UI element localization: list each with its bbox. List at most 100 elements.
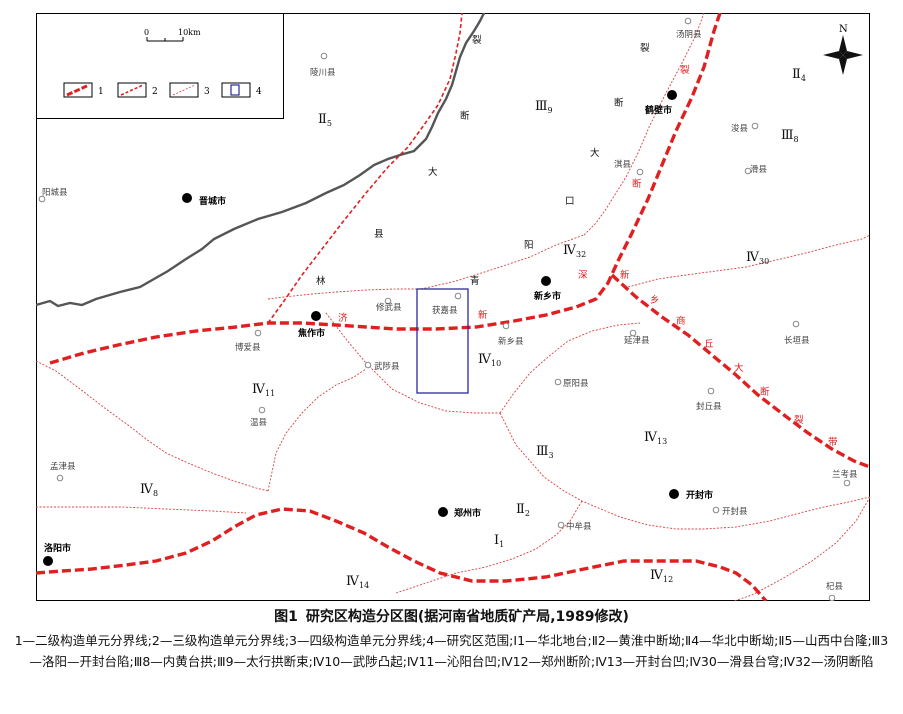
fault-char: 林 [316, 275, 326, 287]
county-huaxian: 滑县 [744, 164, 768, 175]
county-label: 阳城县 [42, 188, 68, 198]
county-lankao: 兰考县 [832, 469, 858, 487]
southern-boundary [36, 507, 768, 601]
legend-item-1: 1 [63, 82, 104, 98]
county-label: 温县 [250, 417, 268, 428]
major-cities: 晋城市 鹤壁市 新乡市 焦作市 开封市 郑州市 洛阳市 [43, 90, 713, 566]
unit-III9: Ⅲ9 [535, 99, 553, 115]
fault-char: 新 [620, 269, 630, 281]
fault-char: 带 [828, 437, 838, 448]
unit-II5: Ⅱ5 [318, 112, 332, 128]
unit-IV11: Ⅳ11 [252, 382, 275, 398]
level2-boundaries [36, 13, 870, 601]
county-label: 武陟县 [374, 361, 400, 372]
red-fault-labels: 济 新 裂 断 深 新 乡 商 丘 大 断 裂 带 [338, 64, 838, 448]
figure-caption: 1—二级构造单元分界线;2—三级构造单元分界线;3—四级构造单元分界线;4—研究… [14, 633, 889, 669]
scale-start: 0 [144, 28, 149, 37]
fault-char: 济 [338, 312, 348, 324]
fault-char: 大 [590, 147, 600, 159]
unit-IV8: Ⅳ8 [140, 482, 158, 498]
county-label: 杞县 [826, 581, 844, 592]
county-tangyin: 汤阴县 [676, 17, 702, 40]
city-jiaozuo: 焦作市 [297, 311, 325, 339]
fault-char: 商 [676, 315, 686, 327]
figure-number: 图1 [274, 609, 298, 625]
city-xinxiang: 新乡市 [534, 276, 561, 302]
fault-char: 丘 [704, 339, 714, 350]
city-label: 洛阳市 [44, 542, 71, 554]
county-boai: 博爱县 [235, 329, 262, 353]
fault-char: 县 [374, 229, 384, 240]
xinxiang-shangqiu-fault [610, 273, 870, 469]
city-luoyang: 洛阳市 [43, 542, 71, 566]
fault-char: 裂 [680, 64, 690, 76]
fault-char: 断 [760, 386, 770, 398]
fault-char: 阳 [524, 240, 534, 251]
fault-char: 口 [565, 196, 575, 207]
city-kaifeng: 开封市 [669, 489, 713, 501]
county-label: 开封县 [722, 506, 748, 517]
unit-II4: Ⅱ4 [792, 67, 806, 83]
fault-char: 裂 [794, 414, 804, 426]
legend-box: 0 10km 1 2 3 4 [36, 13, 284, 119]
county-label: 滑县 [750, 164, 768, 175]
legend-label-3: 3 [204, 87, 210, 97]
legend-item-3: 3 [169, 82, 210, 98]
study-area-box [416, 288, 469, 394]
county-label: 长垣县 [784, 335, 810, 346]
city-label: 新乡市 [534, 290, 561, 302]
county-label: 新乡县 [498, 336, 524, 347]
fault-char: 大 [734, 362, 744, 374]
county-label: 浚县 [731, 123, 749, 134]
unit-IV30: Ⅳ30 [746, 250, 769, 266]
county-xunxian: 浚县 [731, 122, 759, 134]
fault-labels: 裂 断 大 县 林 裂 断 大 口 阳 青 [316, 34, 650, 287]
city-jincheng: 晋城市 [182, 193, 226, 207]
county-wuzhi: 武陟县 [364, 361, 400, 372]
county-xinxiangxian: 新乡县 [498, 322, 524, 347]
legend-item-2: 2 [117, 82, 158, 98]
county-label: 延津县 [624, 335, 650, 346]
unit-IV13: Ⅳ13 [644, 430, 667, 446]
unit-III8: Ⅲ8 [781, 128, 799, 144]
unit-IV14: Ⅳ14 [346, 574, 369, 590]
scale-end: 10km [178, 28, 201, 37]
unit-labels: Ⅱ5 Ⅱ4 Ⅲ9 Ⅲ8 Ⅳ32 Ⅳ30 Ⅳ10 Ⅳ11 Ⅳ13 Ⅲ3 Ⅳ8 Ⅱ2… [140, 67, 806, 590]
county-yanjin: 延津县 [624, 329, 650, 346]
tectonic-map: 0 10km 1 2 3 4 N [36, 13, 870, 601]
county-label: 获嘉县 [432, 305, 458, 316]
county-label: 封丘县 [696, 401, 722, 412]
unit-II2: Ⅱ2 [516, 502, 530, 518]
county-label: 博爱县 [235, 342, 261, 353]
fault-char: 断 [632, 178, 642, 190]
figure-title: 图1 研究区构造分区图(据河南省地质矿产局,1989修改) [0, 606, 903, 626]
county-yangcheng: 阳城县 [38, 188, 68, 203]
legend-label-4: 4 [256, 87, 262, 97]
city-zhengzhou: 郑州市 [438, 507, 481, 519]
county-yuanyang: 原阳县 [554, 378, 589, 389]
county-label: 修武县 [376, 302, 402, 313]
city-label: 郑州市 [454, 507, 481, 519]
unit-III3: Ⅲ3 [536, 444, 554, 460]
county-kaifengxian: 开封县 [712, 506, 748, 517]
county-label: 兰考县 [832, 469, 858, 480]
county-changyuan: 长垣县 [784, 320, 810, 346]
city-label: 鹤壁市 [645, 104, 672, 116]
unit-IV10: Ⅳ10 [478, 352, 501, 368]
city-label: 焦作市 [297, 327, 325, 339]
county-label: 中牟县 [566, 521, 592, 532]
fault-char: 新 [478, 309, 488, 321]
unit-I1: Ⅰ1 [494, 533, 504, 549]
level4-boundaries [36, 13, 870, 601]
unit-IV12: Ⅳ12 [650, 568, 673, 584]
taihang-level3-line [267, 13, 463, 324]
county-label: 淇县 [614, 160, 632, 170]
city-label: 晋城市 [199, 195, 226, 207]
legend-label-1: 1 [98, 87, 104, 97]
north-label: N [839, 24, 848, 35]
county-mengjin: 孟津县 [50, 461, 76, 482]
city-hebi: 鹤壁市 [645, 90, 677, 116]
county-lingchuan: 陵川县 [310, 52, 336, 78]
figure-title-text: 研究区构造分区图(据河南省地质矿产局,1989修改) [305, 609, 629, 625]
fault-char: 深 [578, 270, 588, 281]
